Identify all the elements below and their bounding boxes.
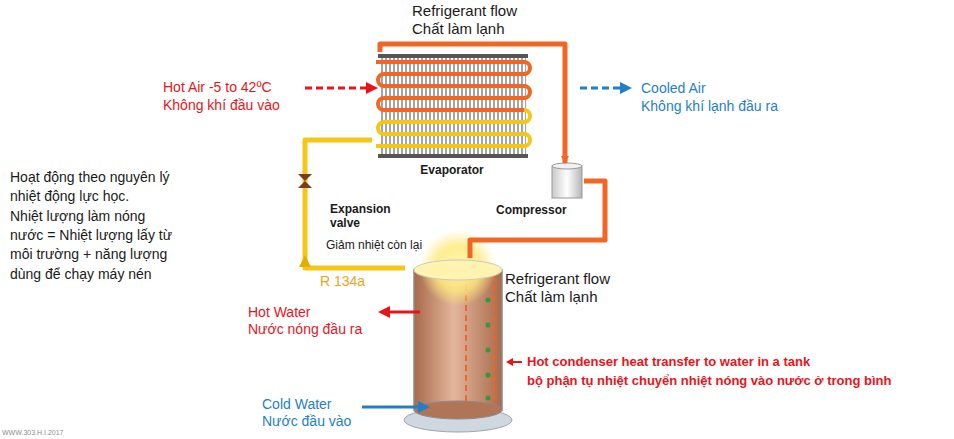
expansion-valve-text: Expansion valve — [330, 202, 410, 231]
description-text: Hoạt động theo nguyên lý nhiệt động lực … — [10, 168, 175, 207]
annotation-label: Không khí đầu vào — [163, 97, 280, 115]
description-text: Nhiệt lượng làm nóng nước = Nhiệt lượng … — [10, 207, 175, 284]
annotation-label: Nước đầu vào — [262, 413, 351, 431]
compressor-text: Compressor — [496, 203, 567, 217]
refrigerant-pipe — [380, 44, 565, 163]
cold-water-arrow — [362, 401, 430, 413]
refrigerant-pipe — [470, 181, 605, 258]
compressor-illustration — [552, 163, 582, 198]
hot-air-arrow — [305, 82, 378, 94]
annotation-label: Cold Water — [262, 396, 332, 414]
callout-arrow — [506, 358, 522, 366]
water-tank-illustration — [404, 230, 512, 432]
expansion-valve-symbol — [298, 170, 312, 256]
hot-water-arrow — [378, 306, 420, 318]
cooled-air-arrow — [580, 82, 632, 94]
annotation-label: Nước nóng đầu ra — [248, 321, 362, 339]
water-tank-text: bộ phận tụ nhiệt chuyển nhiệt nóng vào n… — [527, 373, 891, 389]
compressor-node: Compressor — [548, 163, 586, 199]
evaporator-illustration — [376, 54, 530, 158]
annotation-label: Không khí lạnh đầu ra — [641, 98, 778, 116]
edge-label: Refrigerant flow Chất làm lạnh — [410, 2, 539, 38]
expansion-valve-text: Giảm nhiệt còn lại — [326, 238, 422, 252]
evaporator-node: Evaporator — [372, 52, 532, 177]
evaporator-text: Evaporator — [372, 163, 532, 177]
water-tank-text: Hot condenser heat transfer to water in … — [527, 354, 810, 370]
annotation-label: Hot Air -5 to 42ºC — [163, 79, 272, 97]
edge-label: R 134a — [318, 273, 367, 290]
edge-label: Refrigerant flow Chất làm lạnh — [503, 270, 632, 306]
refrigerant-pipe — [305, 256, 405, 268]
water-tank-node: Hot condenser heat transfer to water in … — [405, 258, 505, 428]
expansion-valve-node: Expansion valveGiảm nhiệt còn lại — [298, 170, 448, 256]
annotation-label: Cooled Air — [641, 80, 706, 98]
annotation-label: WWW.303.H.I.2017 — [2, 429, 63, 438]
description-column: Hoạt động theo nguyên lý nhiệt động lực … — [10, 168, 175, 284]
annotation-label: Hot Water — [248, 304, 311, 322]
refrigerant-pipe — [305, 140, 372, 170]
